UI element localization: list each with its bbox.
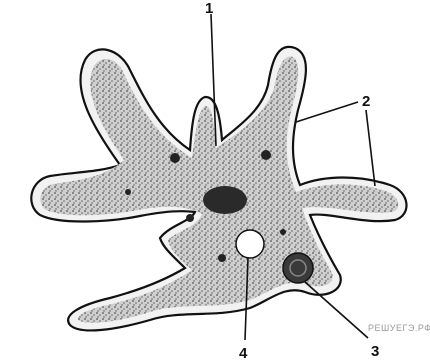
leader-line-2b bbox=[366, 110, 375, 186]
label-1: 1 bbox=[205, 0, 213, 17]
label-4: 4 bbox=[239, 345, 248, 362]
leader-line-2a bbox=[296, 102, 358, 122]
label-3: 3 bbox=[371, 343, 379, 360]
digestive-vacuole bbox=[283, 253, 313, 283]
label-2: 2 bbox=[362, 93, 370, 110]
watermark: РЕШУЕГЭ.РФ bbox=[368, 323, 430, 333]
contractile-vacuole bbox=[236, 230, 264, 258]
nucleus bbox=[203, 186, 247, 214]
